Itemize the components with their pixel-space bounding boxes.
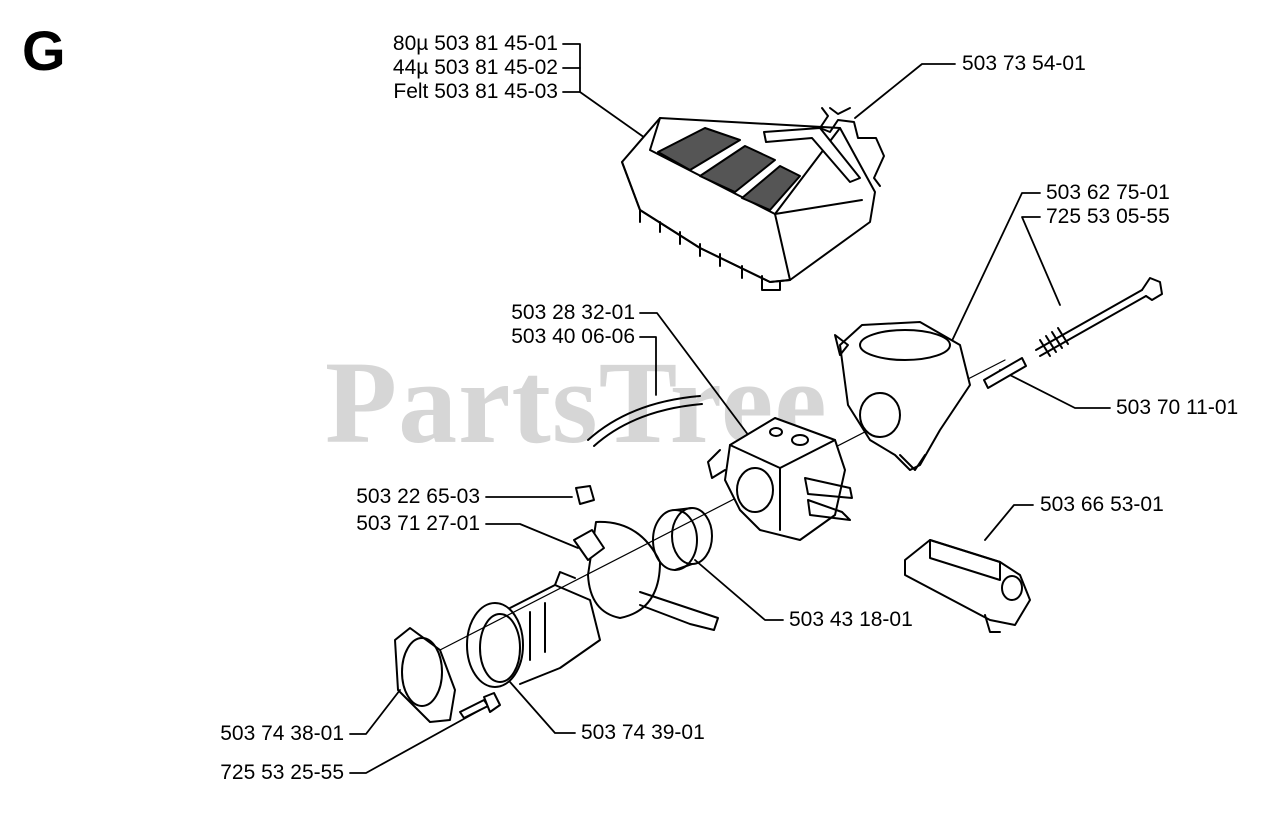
guide-tube-drawing — [983, 357, 1027, 389]
leader-lines — [349, 43, 1111, 774]
air-filter-drawing — [621, 117, 876, 291]
label-spring-clip: 503 73 54-01 — [962, 52, 1086, 75]
label-guide-tube: 503 70 11-01 — [1116, 396, 1239, 419]
carburetor-drawing — [707, 417, 853, 541]
label-fuel-line-fitting: 503 28 32-01 — [511, 301, 635, 324]
nut-drawing — [575, 485, 595, 505]
throttle-rod-holder-drawing — [904, 539, 1031, 633]
flange-plate-drawing — [394, 627, 456, 723]
section-letter: G — [22, 19, 66, 82]
label-air-filter-felt: Felt 503 81 45-03 — [393, 80, 558, 103]
label-air-filter-80: 80µ 503 81 45-01 — [392, 32, 558, 55]
label-flange-plate: 503 74 38-01 — [220, 722, 344, 745]
screw-drawing — [459, 692, 501, 719]
insulator-block-drawing — [834, 321, 971, 471]
clamp-drawing — [573, 520, 719, 631]
label-clamp: 503 71 27-01 — [356, 512, 480, 535]
spring-clip-drawing — [819, 107, 885, 187]
label-long-bolt: 725 53 05-55 — [1046, 205, 1170, 228]
label-screw: 725 53 25-55 — [220, 761, 344, 784]
label-fuel-hose: 503 40 06-06 — [511, 325, 635, 348]
fuel-hose-drawing — [587, 395, 703, 447]
sleeve-drawing — [652, 507, 713, 571]
label-air-filter-44: 44µ 503 81 45-02 — [392, 56, 558, 79]
label-sleeve: 503 43 18-01 — [789, 608, 913, 631]
label-nut: 503 22 65-03 — [356, 485, 480, 508]
intake-manifold-drawing — [466, 571, 601, 688]
label-throttle-rod-holder: 503 66 53-01 — [1040, 493, 1164, 516]
label-intake-manifold: 503 74 39-01 — [581, 721, 705, 744]
label-carb-gasket: 503 62 75-01 — [1046, 181, 1170, 204]
long-bolt-drawing — [1035, 277, 1163, 357]
